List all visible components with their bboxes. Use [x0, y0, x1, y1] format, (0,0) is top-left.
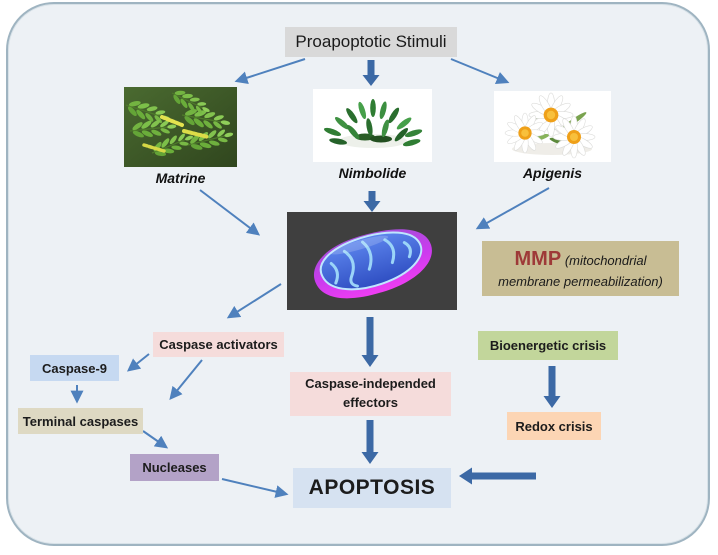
- nimbolide-label: Nimbolide: [338, 165, 407, 181]
- mmp-box: MMP (mitochondrial membrane permeabiliza…: [482, 241, 679, 296]
- neem-leaves-photo: [313, 89, 432, 162]
- caspase-9-label: Caspase-9: [41, 360, 108, 376]
- terminal-caspases-label: Terminal caspases: [22, 413, 139, 429]
- mmp-text: MMP (mitochondrial membrane permeabiliza…: [482, 246, 679, 291]
- plant-nimbolide: Nimbolide: [313, 89, 432, 181]
- node-caspase-activators: Caspase activators: [153, 332, 284, 357]
- plant-apigenis: Apigenis: [494, 91, 611, 181]
- matrine-label: Matrine: [155, 170, 206, 186]
- nucleases-label: Nucleases: [142, 460, 207, 475]
- mitochondrion-3d-illustration: [287, 212, 457, 310]
- apoptosis-label: APOPTOSIS: [308, 476, 436, 499]
- proapoptotic-stimuli-box: Proapoptotic Stimuli: [285, 27, 457, 57]
- chamomile-flowers-photo: [494, 91, 611, 162]
- apigenis-label: Apigenis: [522, 165, 583, 181]
- bioenergetic-crisis-label: Bioenergetic crisis: [489, 338, 607, 353]
- node-caspase-independed-effectors: Caspase-independed effectors: [290, 372, 451, 416]
- caspase-independed-effectors-label: Caspase-independed effectors: [305, 376, 436, 410]
- node-terminal-caspases: Terminal caspases: [18, 408, 143, 434]
- redox-crisis-label: Redox crisis: [515, 418, 593, 434]
- mmp-description: (mitochondrial membrane permeabilization…: [498, 253, 663, 290]
- node-nucleases: Nucleases: [130, 454, 219, 481]
- node-redox-crisis: Redox crisis: [507, 412, 601, 440]
- caspase-activators-label: Caspase activators: [159, 337, 278, 352]
- matrine-plant-photo: [124, 87, 237, 167]
- node-caspase-9: Caspase-9: [30, 355, 119, 381]
- mmp-abbr: MMP: [514, 248, 562, 271]
- proapoptotic-stimuli-label: Proapoptotic Stimuli: [295, 32, 447, 51]
- node-apoptosis: APOPTOSIS: [293, 468, 451, 508]
- plant-matrine: Matrine: [124, 87, 237, 186]
- node-bioenergetic-crisis: Bioenergetic crisis: [478, 331, 618, 360]
